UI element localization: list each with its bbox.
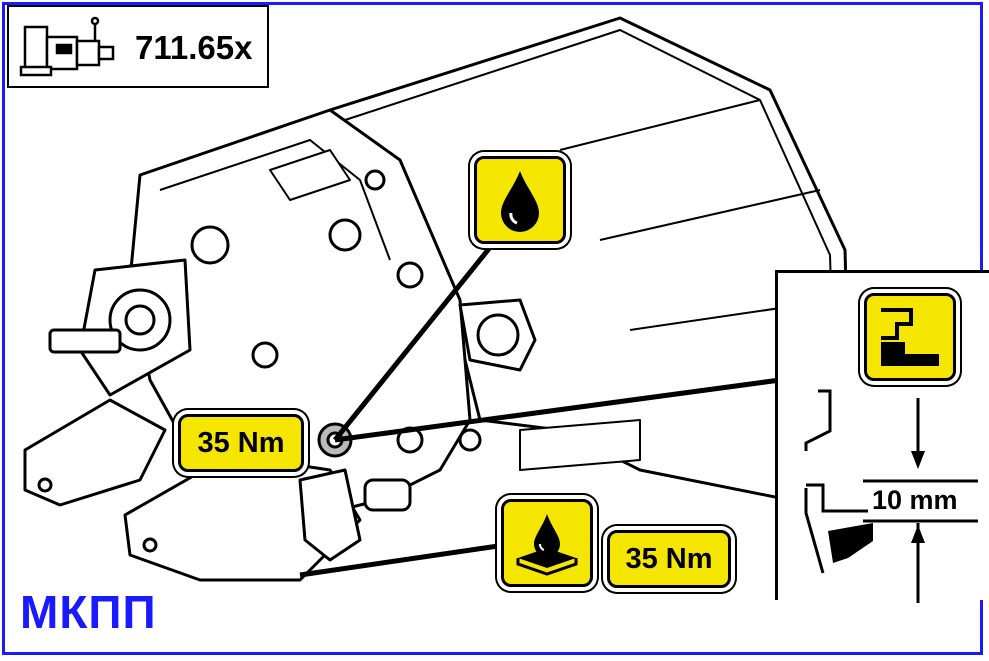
oil-drain-pan-icon: [501, 499, 593, 587]
mount-foot-left: [23, 398, 167, 507]
torque-badge-lower: 35 Nm: [607, 530, 731, 588]
page-label: МКПП: [20, 586, 157, 638]
fill-level-inset: [775, 270, 989, 603]
oil-drop-icon: [474, 156, 566, 244]
transmission-icon: [19, 16, 115, 77]
fill-level-drawing: [804, 389, 978, 603]
fill-level-gauge-icon: [864, 293, 956, 381]
model-code: 711.65x: [135, 29, 253, 66]
fill-level-dimension: 10 mm: [872, 485, 958, 515]
torque-badge-upper: 35 Nm: [178, 414, 304, 472]
model-header: 711.65x: [7, 5, 269, 88]
